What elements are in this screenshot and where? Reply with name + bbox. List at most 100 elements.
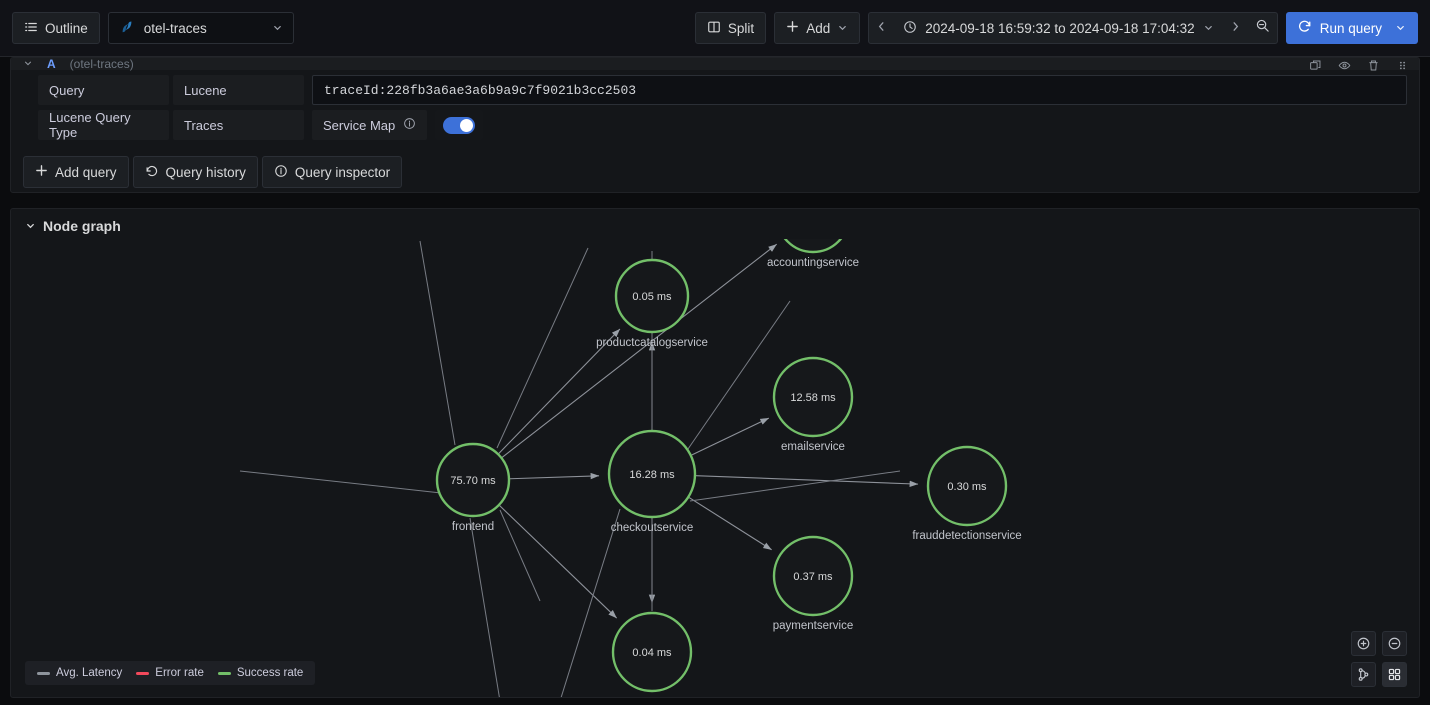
graph-node-bottomservice[interactable]: 0.04 ms — [611, 611, 693, 693]
toggle-track — [443, 116, 476, 134]
zoom-out-button[interactable] — [1248, 18, 1277, 38]
top-toolbar: Outline otel-traces — [0, 0, 1430, 57]
node-label: frontend — [452, 521, 494, 533]
node-ring — [614, 258, 690, 334]
graph-edge[interactable] — [691, 417, 770, 456]
zoom-in-button[interactable] — [1351, 631, 1376, 656]
add-label: Add — [806, 20, 831, 36]
query-field-row: Query Lucene traceId:228fb3a6ae3a6b9a9c7… — [11, 70, 1419, 105]
node-ring — [435, 442, 511, 518]
drag-handle-icon[interactable] — [1396, 59, 1409, 77]
add-query-button[interactable]: Add query — [23, 156, 129, 188]
node-ring — [926, 445, 1008, 527]
graph-edge-stub — [419, 240, 456, 446]
add-button[interactable]: Add — [774, 12, 861, 44]
legend-label: Avg. Latency — [56, 667, 123, 679]
eye-icon[interactable] — [1338, 59, 1351, 77]
time-range-value: 2024-09-18 16:59:32 to 2024-09-18 17:04:… — [925, 20, 1195, 36]
chevron-down-icon[interactable] — [1395, 21, 1406, 36]
opensearch-droplet-icon — [119, 19, 135, 38]
service-map-toggle[interactable] — [435, 110, 484, 140]
datasource-name: otel-traces — [143, 20, 207, 36]
node-value: 0.04 ms — [632, 647, 672, 659]
query-input[interactable]: traceId:228fb3a6ae3a6b9a9c7f9021b3cc2503 — [312, 75, 1407, 105]
query-history-button[interactable]: Query history — [132, 156, 258, 188]
graph-edge[interactable] — [501, 243, 778, 458]
info-circle-icon[interactable] — [403, 117, 416, 133]
hierarchy-layout-button[interactable] — [1351, 662, 1376, 687]
legend-label: Success rate — [236, 667, 304, 679]
node-background — [774, 358, 852, 436]
run-query-label: Run query — [1319, 20, 1382, 36]
duplicate-icon[interactable] — [1309, 59, 1322, 77]
datasource-picker[interactable]: otel-traces — [107, 12, 294, 44]
graph-edge-stub — [469, 517, 500, 697]
time-range-button[interactable]: 2024-09-18 16:59:32 to 2024-09-18 17:04:… — [894, 13, 1222, 43]
chevron-down-icon[interactable] — [23, 58, 33, 73]
query-row-a: A (otel-traces) — [10, 57, 1420, 193]
time-prev-button[interactable] — [869, 19, 894, 37]
split-label: Split — [727, 20, 755, 36]
split-button[interactable]: Split — [694, 12, 767, 44]
graph-edge[interactable] — [499, 505, 618, 619]
toolbar-left-group: Outline otel-traces — [12, 12, 294, 44]
trash-icon[interactable] — [1367, 59, 1380, 77]
node-value: 0.37 ms — [793, 571, 833, 583]
graph-node-accountingservice[interactable]: accountingservice — [767, 239, 859, 269]
toggle-knob — [460, 118, 474, 132]
outline-button[interactable]: Outline — [12, 12, 100, 44]
node-ring — [772, 535, 854, 617]
outline-icon — [24, 20, 38, 37]
graph-edge[interactable] — [509, 472, 600, 480]
time-next-button[interactable] — [1223, 19, 1248, 37]
node-ring — [772, 356, 854, 438]
node-background — [437, 444, 509, 516]
node-label: productcatalogservice — [596, 337, 708, 349]
legend-item[interactable]: Error rate — [136, 667, 204, 679]
plus-icon — [35, 164, 48, 180]
legend-item[interactable]: Success rate — [217, 667, 304, 679]
chevron-down-icon — [25, 218, 36, 234]
graph-node-paymentservice[interactable]: 0.37 ms paymentservice — [772, 535, 854, 632]
panel-header[interactable]: Node graph — [11, 209, 1419, 234]
graph-edge[interactable] — [695, 475, 919, 488]
service-map-field: Service Map — [312, 110, 428, 140]
chevron-down-icon — [1203, 21, 1214, 36]
query-type-row: Lucene Query Type Traces Service Map — [11, 105, 1419, 140]
legend-swatch-latency — [37, 671, 50, 675]
node-ring — [607, 429, 697, 519]
graph-edge[interactable] — [498, 328, 621, 454]
query-row-header: A (otel-traces) — [11, 58, 1419, 73]
outline-label: Outline — [45, 20, 88, 36]
graph-edge[interactable] — [688, 497, 772, 551]
zoom-out-button[interactable] — [1382, 631, 1407, 656]
query-inspector-button[interactable]: Query inspector — [261, 156, 403, 188]
legend-item[interactable]: Avg. Latency — [37, 667, 122, 679]
query-label: Query — [38, 75, 169, 105]
lucene-query-type-label: Lucene Query Type — [38, 110, 169, 140]
graph-edge-stub — [687, 300, 791, 450]
time-range-picker: 2024-09-18 16:59:32 to 2024-09-18 17:04:… — [868, 12, 1278, 44]
query-language-value[interactable]: Lucene — [173, 75, 304, 105]
graph-legend: Avg. Latency Error rate Success rate — [25, 661, 316, 685]
graph-edge-stub — [689, 470, 901, 502]
graph-controls — [1351, 625, 1407, 687]
panel-title-text: Node graph — [43, 218, 121, 234]
run-query-button[interactable]: Run query — [1285, 12, 1418, 44]
grid-layout-button[interactable] — [1382, 662, 1407, 687]
node-label: paymentservice — [773, 620, 854, 632]
chevron-down-icon — [272, 21, 283, 36]
lucene-query-type-value[interactable]: Traces — [173, 110, 304, 140]
chevron-down-icon — [837, 21, 848, 36]
node-value: 0.30 ms — [947, 481, 987, 493]
